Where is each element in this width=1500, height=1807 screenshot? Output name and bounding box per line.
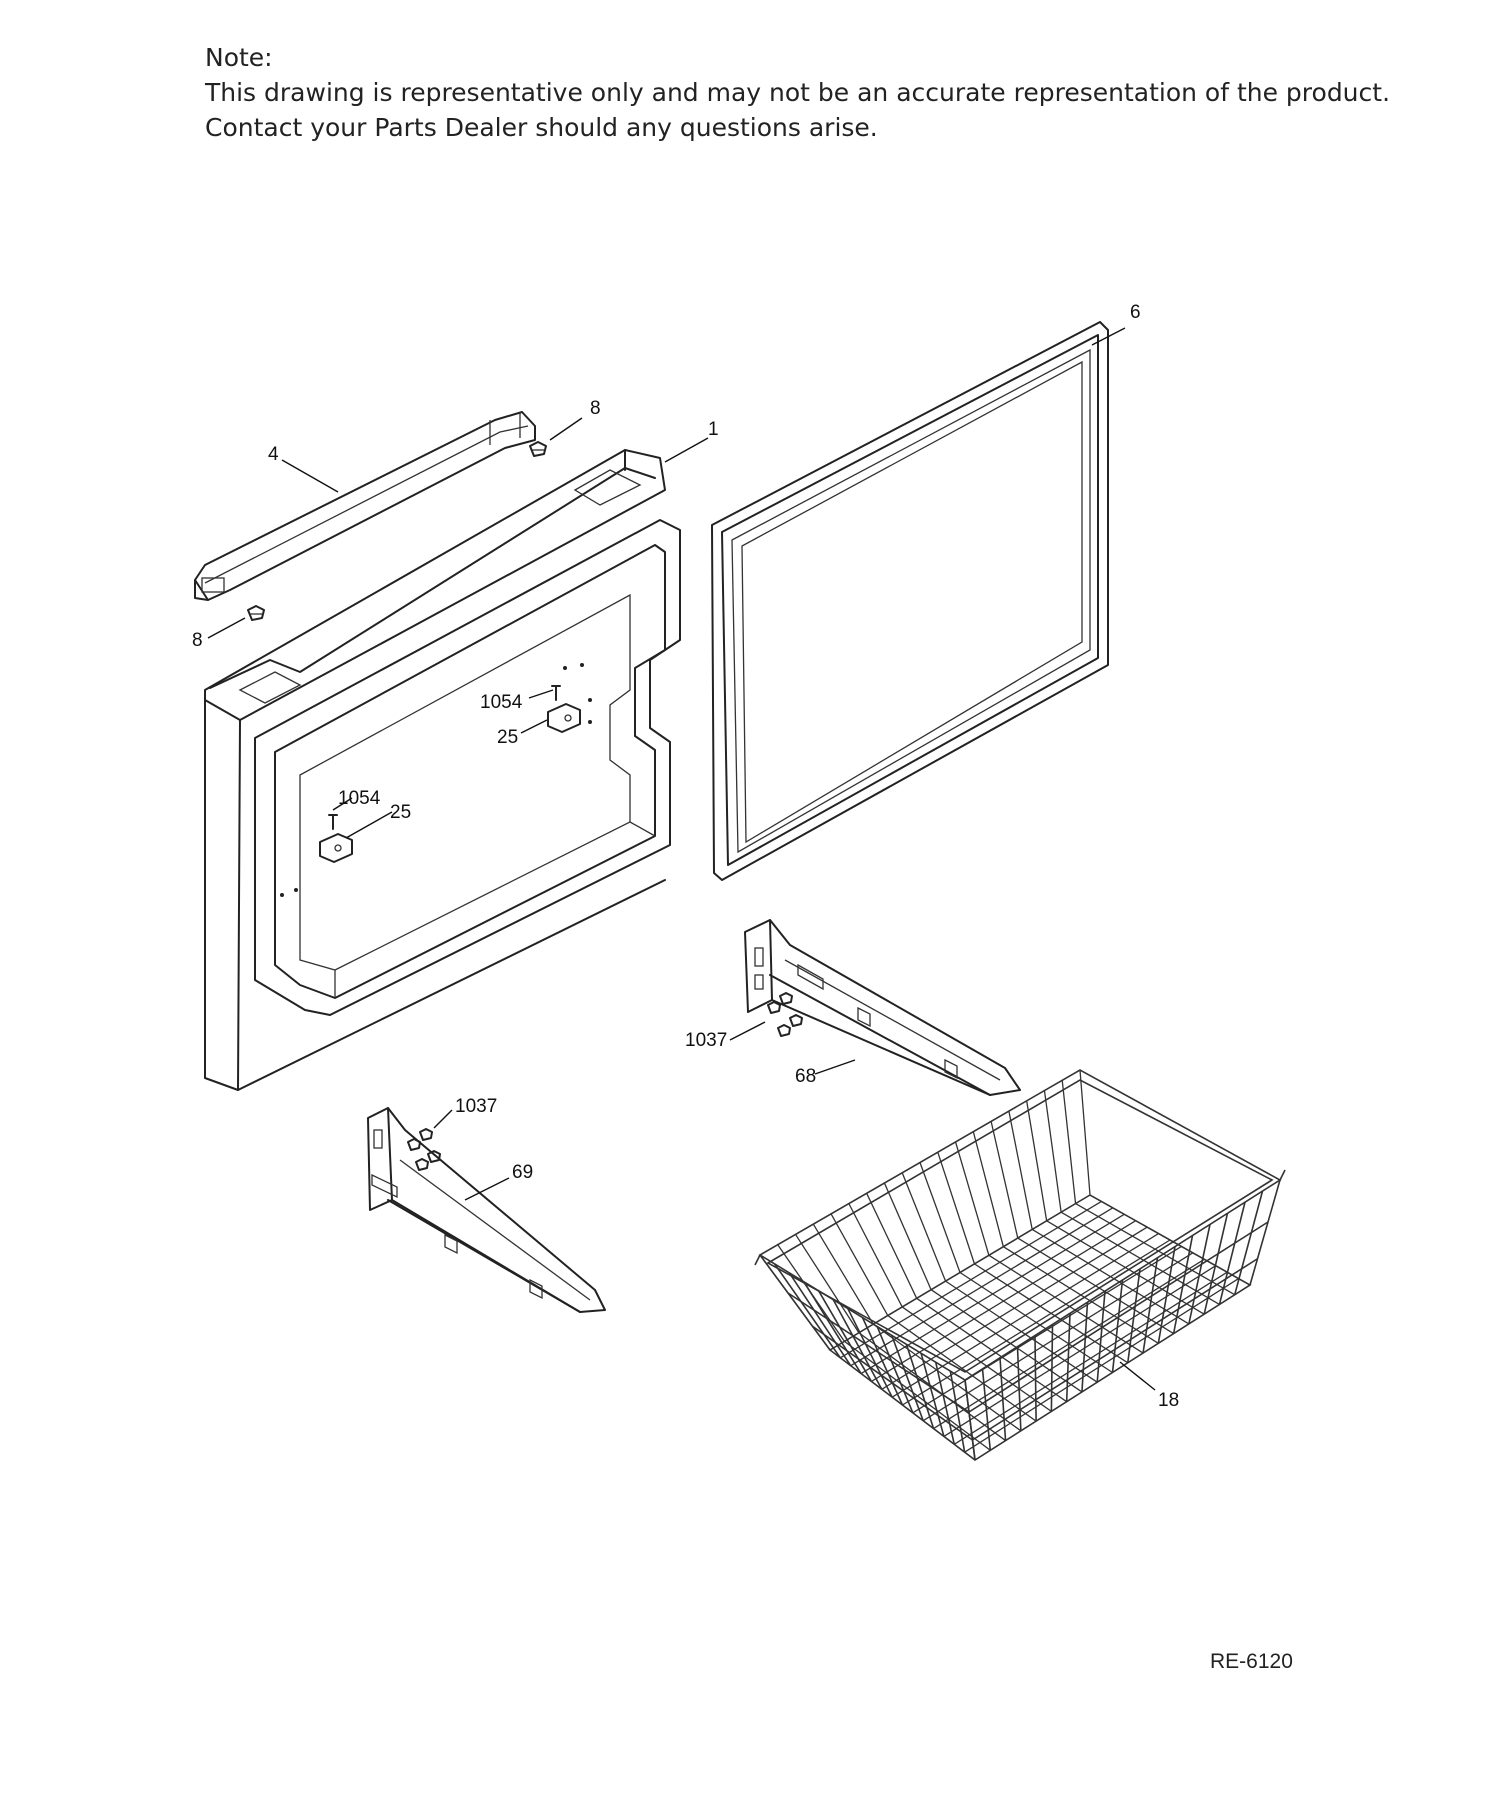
callout-25-lower: 25: [390, 802, 411, 823]
part-slide-rail-right: [744, 919, 1021, 1096]
part-wire-basket: [754, 1069, 1286, 1461]
part-bracket-lower: [319, 833, 353, 863]
part-bracket-upper: [547, 703, 581, 733]
callout-labels: 6 1 4 8 8 1054 25 1054 25 1037 68 1037 6…: [192, 302, 1179, 1411]
part-freezer-door: [204, 449, 681, 1091]
drawing-code: RE-6120: [1210, 1650, 1293, 1673]
callout-1037-right: 1037: [685, 1030, 727, 1051]
part-door-gasket: [711, 321, 1109, 881]
note-line-1: This drawing is representative only and …: [205, 78, 1391, 107]
callout-69: 69: [512, 1162, 533, 1183]
note-heading: Note:: [205, 43, 273, 72]
part-handle: [194, 411, 536, 601]
callout-25-upper: 25: [497, 727, 518, 748]
part-pin-lower: [328, 814, 338, 830]
callout-68: 68: [795, 1066, 816, 1087]
disclaimer-note: Note: This drawing is representative onl…: [205, 40, 1390, 145]
callout-1054-upper: 1054: [480, 692, 523, 713]
part-slide-rail-left: [367, 1107, 606, 1313]
part-pin-upper: [551, 685, 561, 701]
note-line-2: Contact your Parts Dealer should any que…: [205, 113, 878, 142]
callout-18: 18: [1158, 1390, 1179, 1411]
callout-4: 4: [268, 444, 279, 465]
callout-1037-left: 1037: [455, 1096, 497, 1117]
callout-8-top: 8: [590, 398, 601, 419]
part-screw-bottom: [247, 605, 265, 621]
part-screws-right-rail: [767, 992, 803, 1037]
callout-8-bottom: 8: [192, 630, 203, 651]
callout-6: 6: [1130, 302, 1141, 323]
part-screws-left-rail: [407, 1128, 441, 1171]
callout-1054-lower: 1054: [338, 788, 381, 809]
part-screw-top: [529, 441, 547, 457]
leader-lines: [207, 327, 1156, 1391]
callout-1: 1: [708, 419, 719, 440]
